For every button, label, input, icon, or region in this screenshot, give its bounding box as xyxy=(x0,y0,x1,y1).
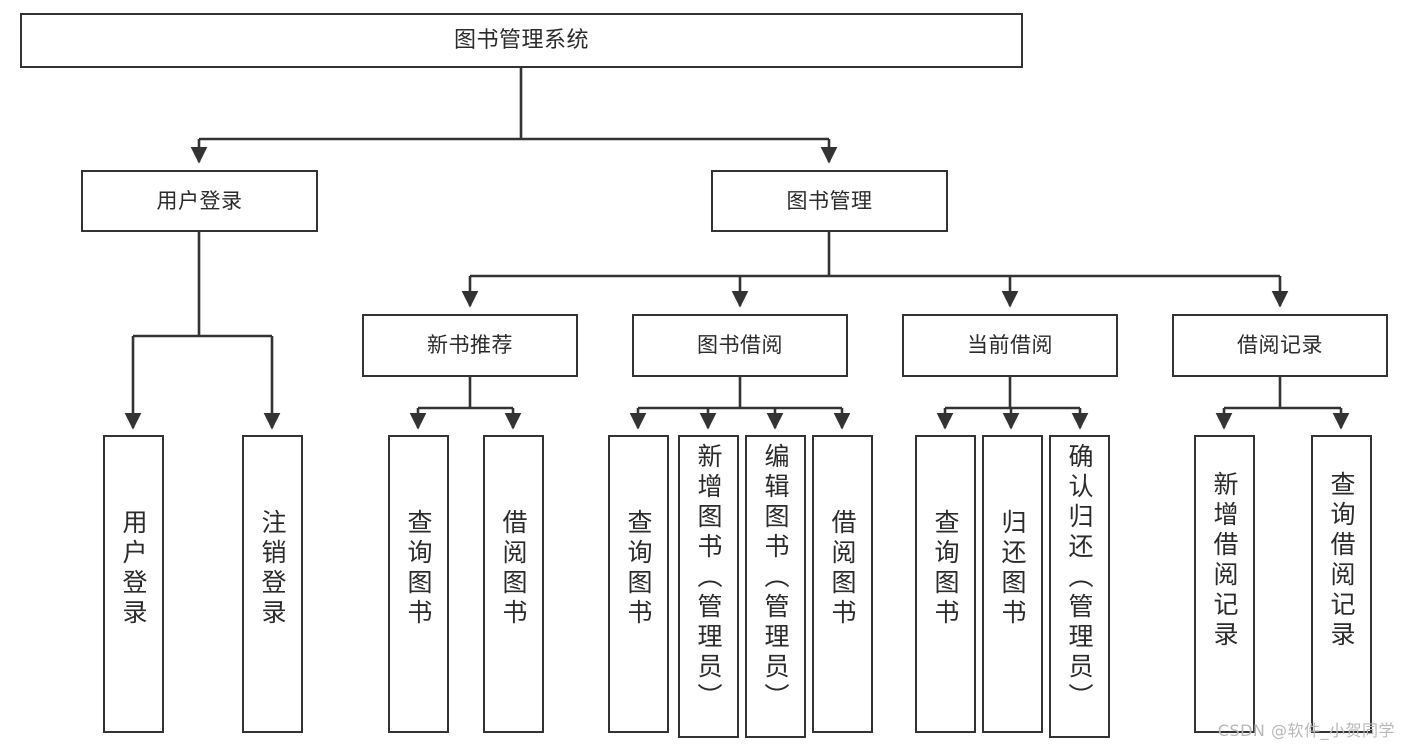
node-label: 查询借阅记录 xyxy=(1327,471,1356,651)
leaf-book-borrow-borrow-book[interactable]: 借阅图书 xyxy=(812,435,873,733)
node-new-book-recommend[interactable]: 新书推荐 xyxy=(362,314,578,377)
node-label: 查询图书 xyxy=(931,509,960,629)
node-user-login[interactable]: 用户登录 xyxy=(81,170,318,232)
node-label: 查询图书 xyxy=(624,509,653,629)
node-current-borrow[interactable]: 当前借阅 xyxy=(902,314,1118,377)
leaf-user-login-login[interactable]: 用户登录 xyxy=(103,435,164,733)
node-label: 确认归还（管理员） xyxy=(1065,443,1094,713)
node-label: 用户登录 xyxy=(119,509,148,629)
leaf-current-borrow-confirm-return-admin[interactable]: 确认归还（管理员） xyxy=(1049,435,1110,738)
node-label: 新增借阅记录 xyxy=(1210,471,1239,651)
node-label: 查询图书 xyxy=(404,509,433,629)
leaf-new-book-borrow-book[interactable]: 借阅图书 xyxy=(483,435,544,733)
csdn-watermark: CSDN @软件_小贺同学 xyxy=(1217,721,1395,740)
node-label: 借阅记录 xyxy=(1237,333,1323,358)
node-book-borrow[interactable]: 图书借阅 xyxy=(632,314,848,377)
leaf-current-borrow-query-book[interactable]: 查询图书 xyxy=(915,435,976,733)
leaf-borrow-record-query-record[interactable]: 查询借阅记录 xyxy=(1311,435,1372,733)
leaf-user-login-logout[interactable]: 注销登录 xyxy=(242,435,303,733)
leaf-new-book-query-book[interactable]: 查询图书 xyxy=(388,435,449,733)
node-label: 图书管理 xyxy=(786,188,873,213)
node-label: 用户登录 xyxy=(156,188,243,213)
node-label: 注销登录 xyxy=(258,509,287,629)
leaf-book-borrow-edit-book-admin[interactable]: 编辑图书（管理员） xyxy=(745,435,806,738)
node-label: 当前借阅 xyxy=(967,333,1053,358)
node-label: 新增图书（管理员） xyxy=(694,443,723,713)
node-label: 图书借阅 xyxy=(697,333,783,358)
leaf-book-borrow-add-book-admin[interactable]: 新增图书（管理员） xyxy=(678,435,739,738)
node-book-management[interactable]: 图书管理 xyxy=(711,170,948,232)
leaf-book-borrow-query-book[interactable]: 查询图书 xyxy=(608,435,669,733)
node-borrow-record[interactable]: 借阅记录 xyxy=(1172,314,1388,377)
leaf-current-borrow-return-book[interactable]: 归还图书 xyxy=(982,435,1043,733)
node-root-system[interactable]: 图书管理系统 xyxy=(20,13,1023,68)
node-label: 编辑图书（管理员） xyxy=(761,443,790,713)
node-label: 图书管理系统 xyxy=(453,27,589,53)
node-label: 归还图书 xyxy=(998,509,1027,629)
node-label: 新书推荐 xyxy=(427,333,513,358)
node-label: 借阅图书 xyxy=(499,509,528,629)
leaf-borrow-record-add-record[interactable]: 新增借阅记录 xyxy=(1194,435,1255,733)
node-label: 借阅图书 xyxy=(828,509,857,629)
